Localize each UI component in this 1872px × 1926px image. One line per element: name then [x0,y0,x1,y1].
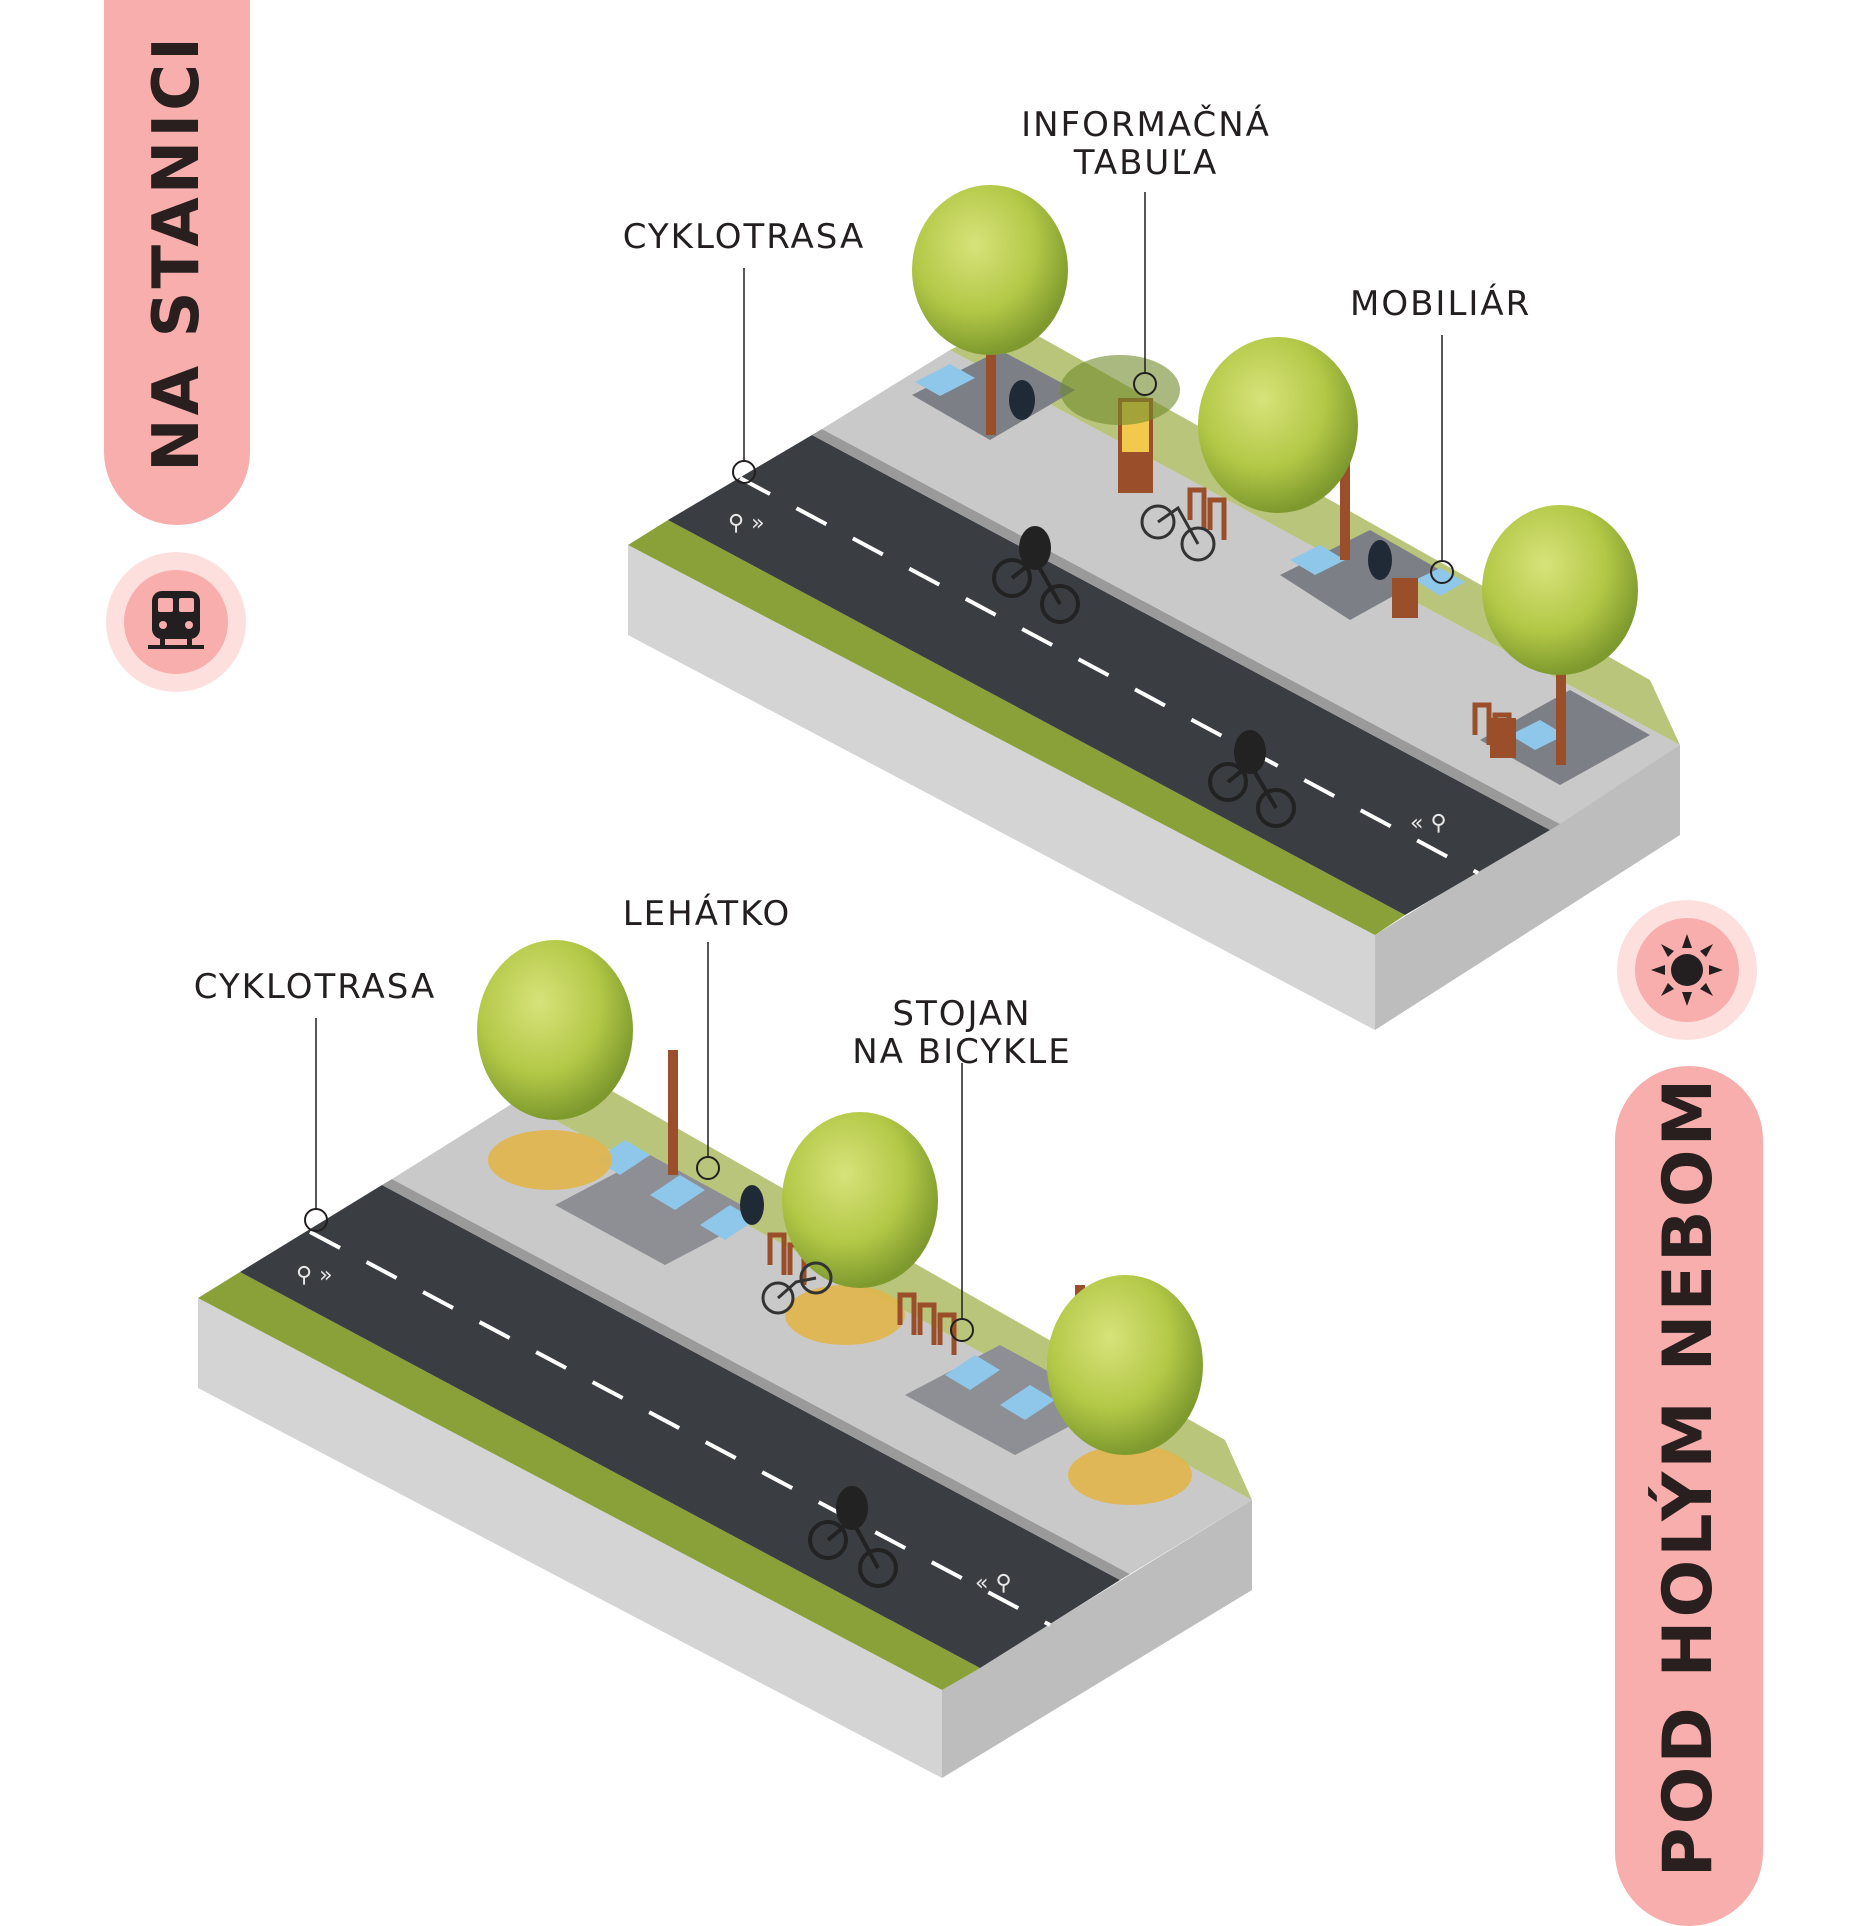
block-right-face [1375,745,1680,1030]
bench-planter [1280,530,1440,620]
reclining-person [740,1185,764,1225]
parked-bicycle [761,1261,833,1315]
tree [1047,1275,1203,1455]
lane-divider [309,1230,1051,1627]
lounger-platform [555,1155,760,1265]
block-right-face [942,1500,1252,1778]
label-line: NA BICYKLE [852,1032,1072,1072]
street-lamp [986,320,996,435]
ornamental-grass [1068,1445,1192,1505]
top-street-block: ⚲ » « ⚲ [628,185,1680,1030]
bike-rack [1187,487,1227,540]
cyclist-body [836,1486,868,1530]
bike-rack [1472,702,1512,755]
bench-seat [1510,720,1565,750]
cyclist-body [1019,526,1051,570]
trash-bin [1392,578,1418,618]
callout-marker [696,1156,720,1180]
bike-rack [897,1292,957,1355]
bike-marking: « ⚲ [1410,811,1447,836]
seated-person [1009,380,1035,420]
street-lamp [1556,650,1566,765]
lounger [650,1175,705,1210]
label-mobiliar: MOBILIÁR [1350,284,1532,324]
train-icon [148,591,204,649]
street-lamp [1340,445,1350,560]
bench-seat [1290,545,1345,575]
tree [1482,505,1638,675]
label-line: TABUĽA [1073,143,1219,183]
tree [782,1112,938,1288]
seated-person [1368,540,1392,580]
bike-marking: ⚲ » [728,511,765,536]
label-cyklotrasa-bottom: CYKLOTRASA [193,967,437,1007]
label-line: INFORMAČNÁ [1021,105,1271,145]
parked-bicycle [1140,504,1216,562]
lounger [945,1355,1000,1390]
curb [382,1179,1130,1580]
sun-icon [1651,934,1723,1006]
block-left-face [628,545,1375,1030]
sun-badge [1617,900,1757,1040]
bike-marking: ⚲ » [296,1263,333,1288]
bench-seat [915,364,975,396]
grass-strip [198,1272,980,1690]
callout-marker [1430,560,1454,584]
callout-marker [304,1208,328,1232]
label-cyklotrasa-top: CYKLOTRASA [622,217,866,257]
label-lehatko: LEHÁTKO [622,894,792,934]
tree [477,940,633,1120]
pavement [822,350,1680,824]
callout-marker [950,1318,974,1342]
isometric-street-illustration: ⚲ » « ⚲ [198,185,1680,1778]
label-line: STOJAN [892,994,1032,1034]
lounger [1000,1385,1055,1420]
bottom-street-block: ⚲ » « ⚲ [198,940,1252,1778]
lane-divider [739,476,1479,875]
side-tab-pod-holym-nebom: POD HOLÝM NEBOM [1615,1066,1763,1926]
ornamental-grass [488,1130,612,1190]
ornamental-grass [785,1285,905,1345]
label-informacna-tabula: INFORMAČNÁ TABUĽA [1010,106,1282,182]
shrub [1060,355,1180,425]
cyclist-body [1234,730,1266,774]
callout-marker [732,460,756,484]
grass-strip [628,520,1405,935]
tree [912,185,1068,355]
callout-marker [1133,372,1157,396]
curb [812,429,1560,830]
cyclist [992,556,1080,624]
street-lamp [668,1050,678,1175]
label-stojan-na-bicykle: STOJAN NA BICYKLE [850,995,1074,1071]
block-left-face [198,1298,942,1778]
train-badge [106,552,246,692]
side-tab-na-stanici: NA STANICI [104,0,250,525]
bike-marking: « ⚲ [975,1571,1012,1596]
tree [1198,337,1358,513]
